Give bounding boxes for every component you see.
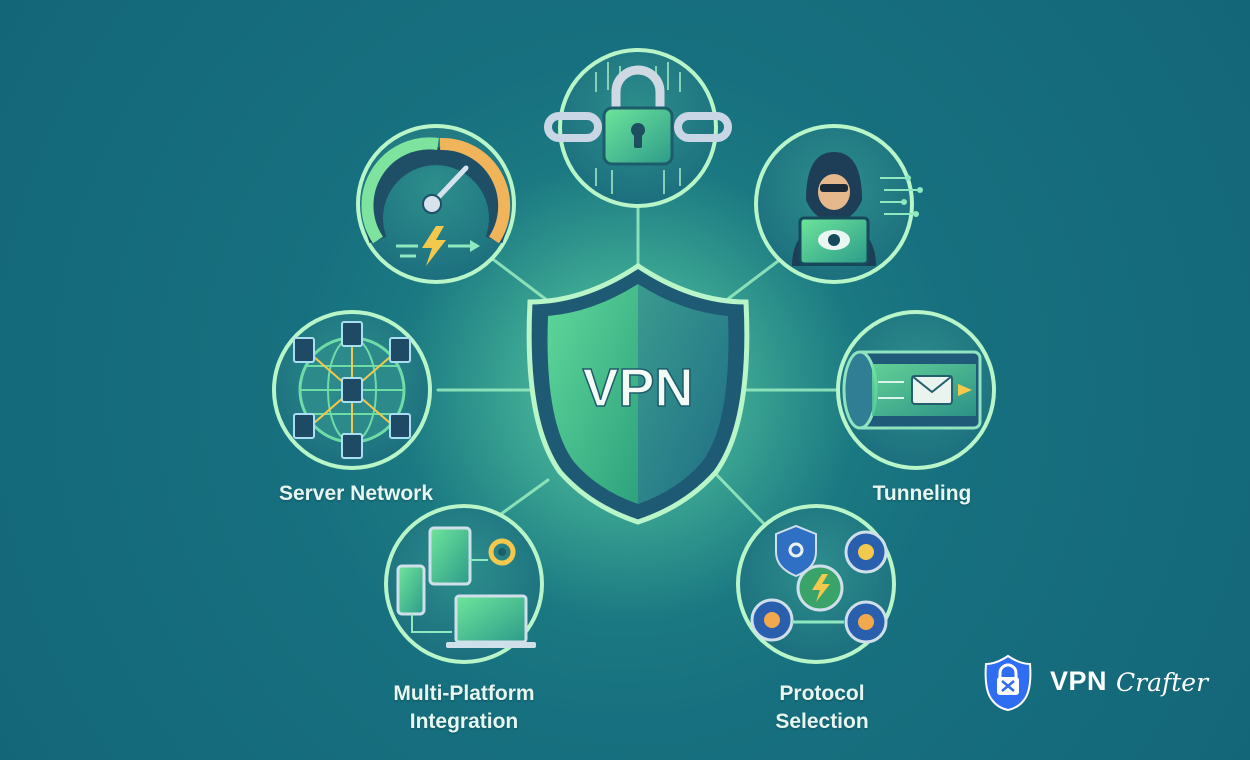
hooded-figure-eye-icon <box>792 152 923 266</box>
shield-center-text: VPN <box>582 358 693 418</box>
feature-circle-tunneling <box>836 310 996 470</box>
gears-icon <box>750 524 888 644</box>
speedometer-icon <box>361 137 511 266</box>
label-multi-platform-line1: Multi-Platform <box>393 682 535 705</box>
feature-circle-speed <box>356 124 516 284</box>
devices-icon <box>396 526 536 648</box>
feature-circle-multi-platform <box>384 504 544 664</box>
label-multi-platform-line2: Integration <box>409 710 519 733</box>
shield-lock-tools-icon <box>984 654 1032 712</box>
label-multi-platform: Multi-Platform Integration <box>364 680 564 736</box>
label-tunneling: Tunneling <box>872 482 972 505</box>
feature-circle-privacy <box>754 124 923 284</box>
label-protocol-selection: Protocol Selection <box>722 680 922 736</box>
label-protocol-line2: Selection <box>775 710 869 733</box>
brand-logo: VPN Crafter <box>984 654 1208 714</box>
feature-circle-encryption <box>544 48 732 208</box>
brand-word: VPN <box>1050 666 1108 696</box>
feature-circle-server-network <box>272 310 432 470</box>
padlock-chain-icon <box>544 62 732 194</box>
tunnel-envelope-icon <box>842 350 982 430</box>
label-protocol-line1: Protocol <box>779 682 865 705</box>
connector-lines <box>436 204 840 532</box>
feature-circle-protocol <box>736 504 896 664</box>
label-server-network: Server Network <box>278 482 434 505</box>
vpn-shield: VPN <box>526 262 750 525</box>
brand-script: Crafter <box>1116 668 1209 697</box>
server-globe-icon <box>293 321 411 459</box>
